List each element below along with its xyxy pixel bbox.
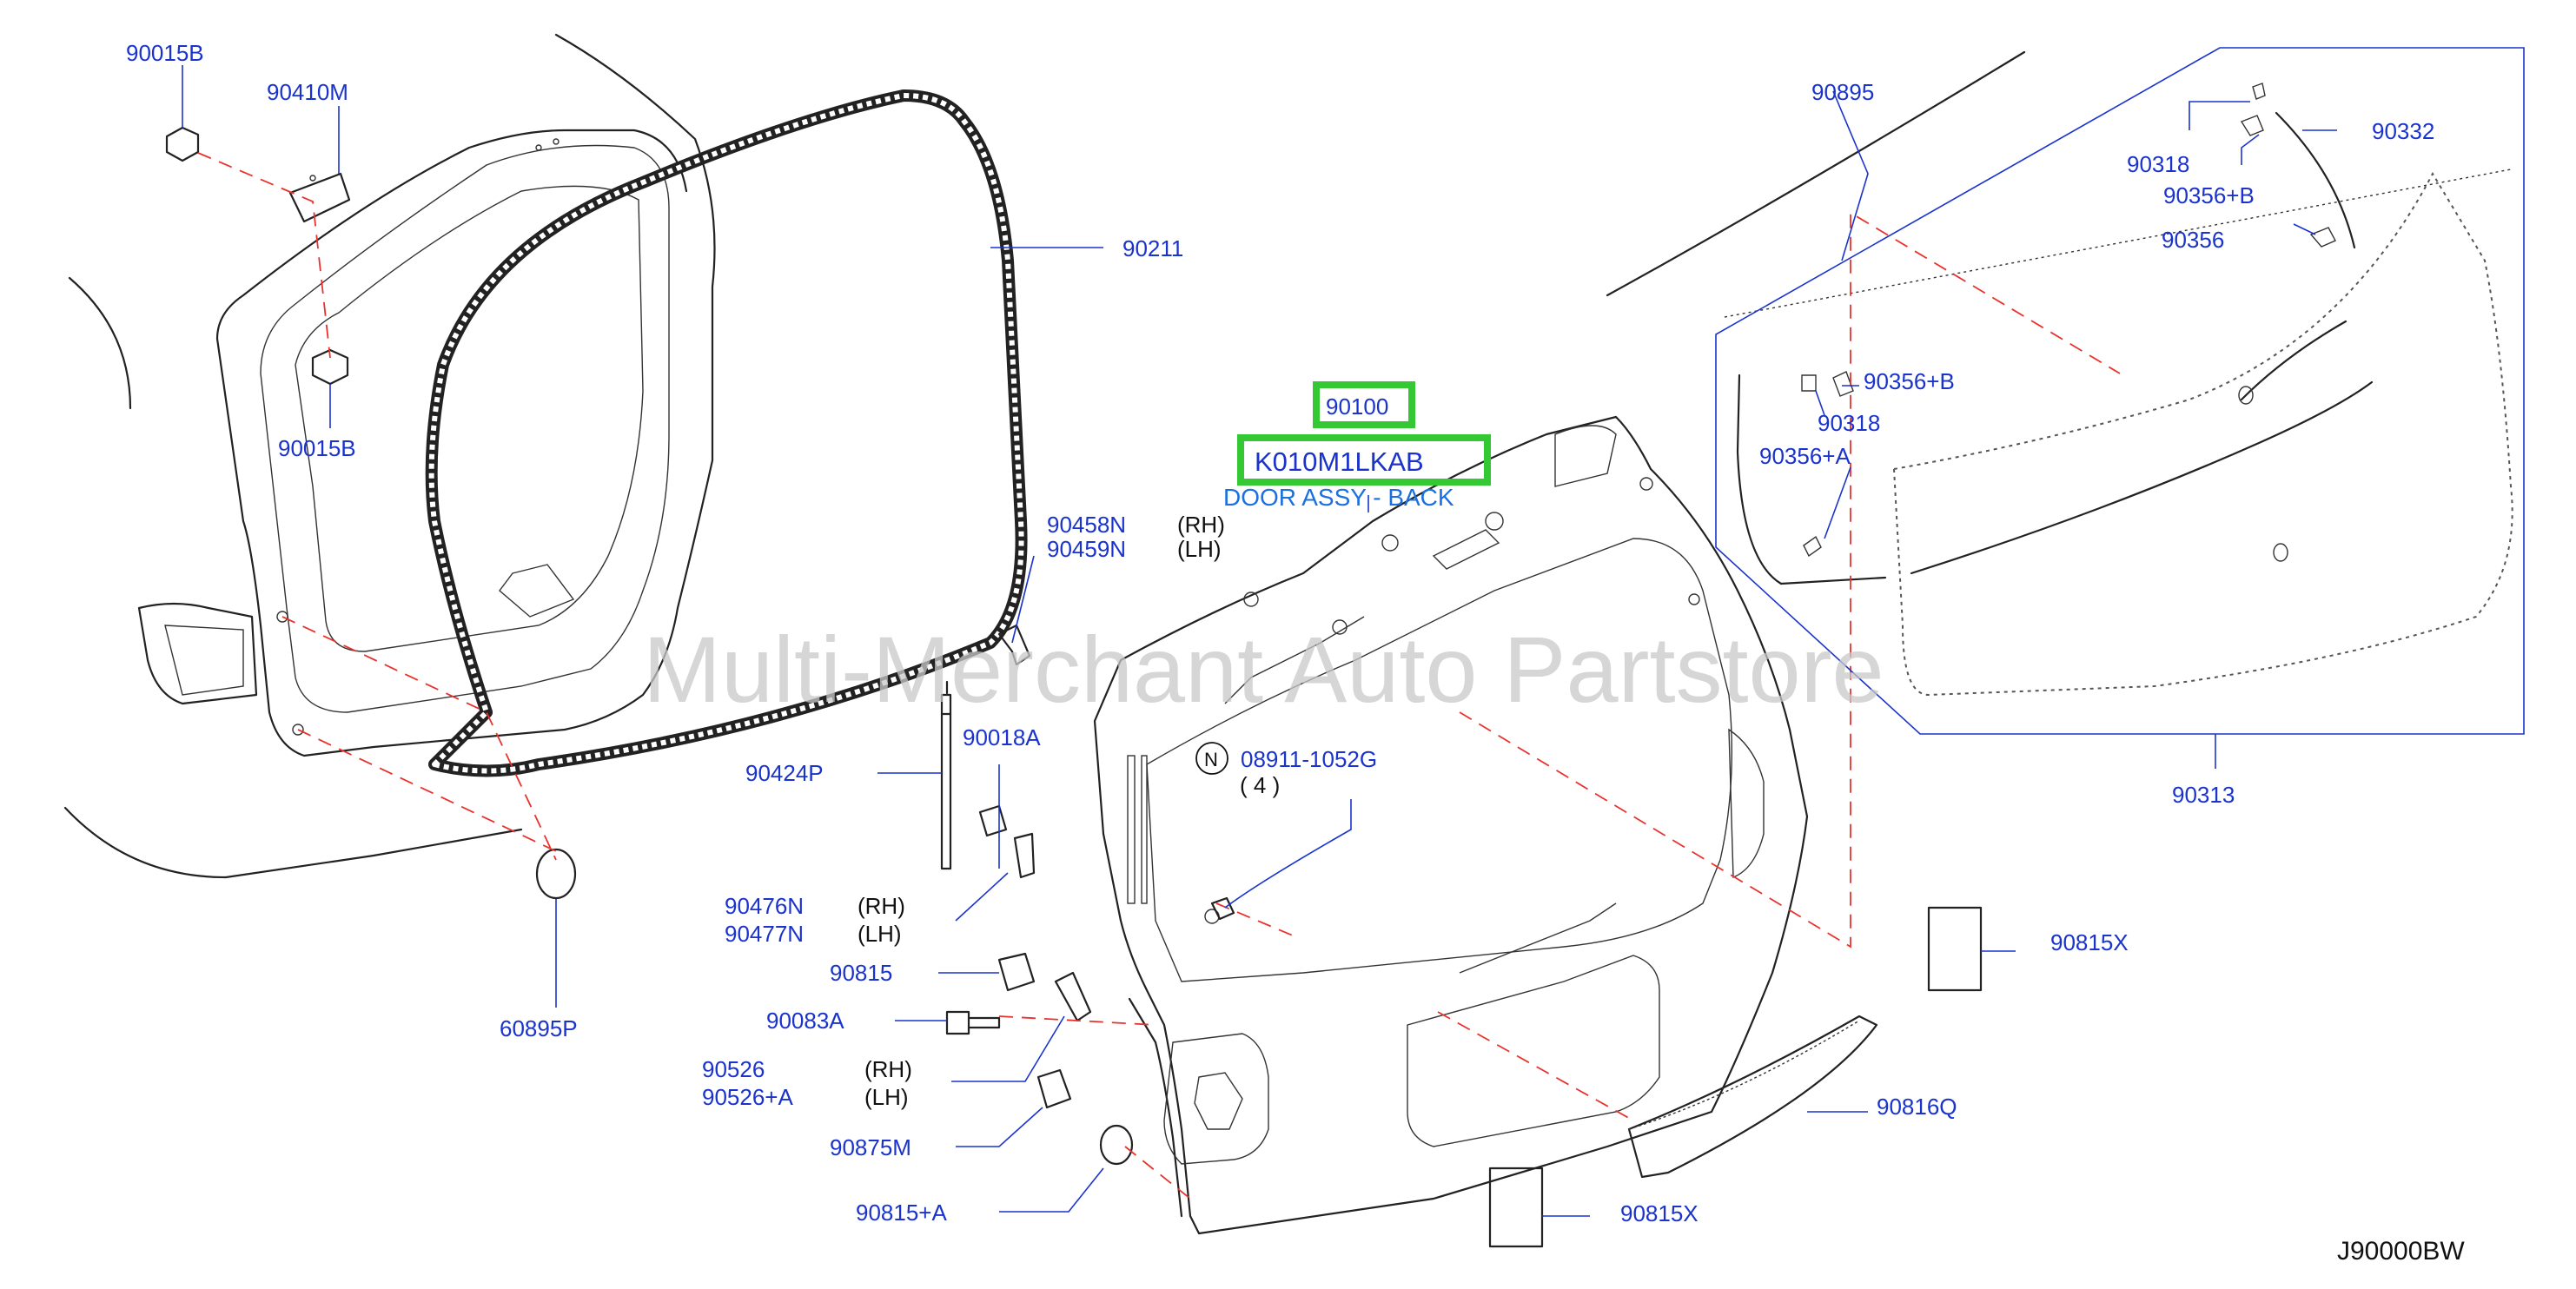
label-90458n-side: (RH) xyxy=(1177,512,1225,538)
label-90476n-side: (RH) xyxy=(858,893,905,919)
label-90356[interactable]: 90356 xyxy=(2162,227,2224,253)
watermark-text: Multi-Merchant Auto Partstore xyxy=(643,617,1884,722)
label-90083a[interactable]: 90083A xyxy=(766,1008,844,1034)
label-90211[interactable]: 90211 xyxy=(1122,235,1183,261)
assembly-guides xyxy=(197,152,2121,1200)
label-90816q[interactable]: 90816Q xyxy=(1877,1094,1957,1120)
label-90526-side: (RH) xyxy=(864,1056,912,1082)
back-door-illustration xyxy=(1093,415,1809,1235)
highlight-partno-box xyxy=(1313,381,1415,428)
diagram-reference: J90000BW xyxy=(2337,1237,2465,1266)
label-90815a[interactable]: 90815+A xyxy=(856,1200,947,1226)
glass-illustration xyxy=(1606,50,2513,697)
body-opening-illustration xyxy=(63,33,716,879)
label-08911-qty: ( 4 ) xyxy=(1240,772,1280,798)
label-90318[interactable]: 90318 xyxy=(1818,410,1880,436)
label-90424p[interactable]: 90424P xyxy=(745,760,824,786)
highlight-part-code[interactable]: K010M1LKAB xyxy=(1255,446,1424,477)
label-90526[interactable]: 90526 xyxy=(702,1056,765,1082)
highlight-part-description: DOOR ASSY - BACK xyxy=(1223,484,1454,511)
highlight-code-box xyxy=(1237,434,1491,486)
label-90332[interactable]: 90332 xyxy=(2372,118,2434,144)
label-90459n[interactable]: 90459N xyxy=(1047,536,1126,562)
label-90526a[interactable]: 90526+A xyxy=(702,1084,793,1110)
label-90815x-bot[interactable]: 90815X xyxy=(1620,1200,1699,1226)
label-90018a[interactable]: 90018A xyxy=(963,724,1041,750)
label-90410m[interactable]: 90410M xyxy=(267,79,348,105)
label-90875m[interactable]: 90875M xyxy=(830,1134,911,1160)
label-90815x-top[interactable]: 90815X xyxy=(2050,929,2129,955)
label-90356b[interactable]: 90356+B xyxy=(1864,368,1955,394)
label-60895p[interactable]: 60895P xyxy=(500,1015,578,1041)
part-labels: 90015B 90410M 90015B 90211 90458N (RH) 9… xyxy=(126,40,2434,1226)
label-90356b-top[interactable]: 90356+B xyxy=(2163,182,2255,208)
weatherstrip-seal xyxy=(425,89,1028,777)
highlighted-part[interactable]: 90100 K010M1LKAB DOOR ASSY - BACK xyxy=(1223,381,1491,511)
label-90015b-top[interactable]: 90015B xyxy=(126,40,204,66)
label-90895[interactable]: 90895 xyxy=(1811,79,1874,105)
label-90356a[interactable]: 90356+A xyxy=(1759,443,1851,469)
glass-group-frame xyxy=(1715,47,2525,735)
label-90477n[interactable]: 90477N xyxy=(725,921,804,947)
label-90458n[interactable]: 90458N xyxy=(1047,512,1126,538)
n-marker-letter: N xyxy=(1204,749,1218,770)
label-90476n[interactable]: 90476N xyxy=(725,893,804,919)
label-90313[interactable]: 90313 xyxy=(2172,782,2235,808)
label-90815[interactable]: 90815 xyxy=(830,960,892,986)
n-marker-circle xyxy=(1195,742,1228,775)
label-90526a-side: (LH) xyxy=(864,1084,909,1110)
label-90459n-side: (LH) xyxy=(1177,536,1222,562)
label-90318-top[interactable]: 90318 xyxy=(2127,151,2189,177)
label-90477n-side: (LH) xyxy=(858,921,902,947)
highlight-part-number[interactable]: 90100 xyxy=(1326,393,1388,420)
label-90015b[interactable]: 90015B xyxy=(278,435,356,461)
leader-lines xyxy=(182,65,2337,1217)
label-08911-1052g[interactable]: 08911-1052G xyxy=(1241,746,1377,772)
